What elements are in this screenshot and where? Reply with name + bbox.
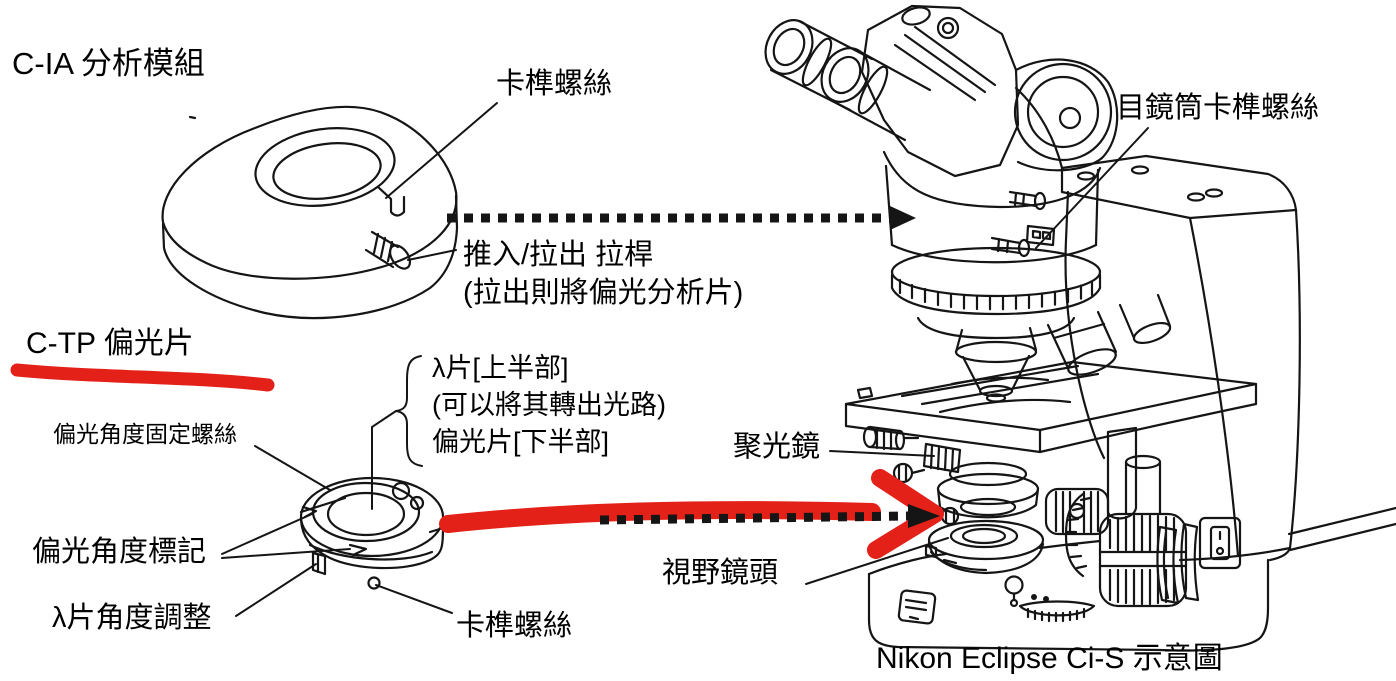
cia-module-title: C-IA 分析模組: [12, 46, 205, 81]
head-collar-ring: [890, 246, 1102, 316]
stray-mark: [188, 115, 197, 120]
cia-push-pull-knob: [364, 230, 412, 270]
polarizer-angle-fix-screw-label: 偏光角度固定螺絲: [53, 421, 237, 447]
field-lens-leader: [805, 537, 949, 585]
microscope-drawing: [764, 4, 1396, 652]
red-arrow-head: [867, 469, 944, 559]
angle-marks-leaders: [221, 513, 351, 559]
stage: [844, 360, 1258, 454]
lambda-note-label: (可以將其轉出光路): [432, 390, 666, 420]
ctp-title: C-TP 偏光片: [26, 327, 194, 360]
lambda-adjust-tab: [311, 551, 327, 576]
field-lens-ring: [924, 519, 1045, 575]
head-screw-upper: [1033, 191, 1047, 211]
lambda-upper-label: λ片[上半部]: [432, 353, 569, 383]
eyepiece-clamp-leader: [1035, 127, 1149, 249]
field-lens-label: 視野鏡頭: [662, 557, 779, 589]
push-pull-lever-line2: (拉出則將偏光分析片): [463, 277, 744, 309]
power-switch: [1198, 516, 1242, 570]
polarizer-lower-label: 偏光片[下半部]: [432, 427, 610, 457]
stage-bracket: [1106, 426, 1138, 520]
polarizer-angle-marks-label: 偏光角度標記: [32, 536, 207, 568]
eyepiece-tube-clamp-screw-label: 目鏡筒卡榫螺絲: [1116, 92, 1320, 124]
cia-module-drawing: [161, 105, 459, 320]
lambda-angle-adjust-label: λ片角度調整: [52, 602, 212, 634]
switch-and-vents: [1156, 516, 1242, 605]
leader-lines: [221, 102, 1149, 617]
condenser-assembly: [892, 442, 1110, 536]
red-arrow-shaft: [439, 501, 881, 533]
red-underline: [10, 363, 275, 392]
dotted-arrow-top: [447, 206, 916, 230]
dotted-arrow-bottom-tip: [908, 504, 940, 528]
base: [867, 539, 1270, 652]
ctp-clamp-screw-leader: [375, 584, 453, 614]
head-body: [882, 150, 1102, 264]
cia-clamp-screw-notch: [376, 185, 406, 217]
push-pull-lever-line1: 推入/拉出 拉桿: [463, 239, 654, 271]
lambda-adjust-leader: [235, 563, 317, 617]
binocular-head: [860, 4, 1119, 178]
push-pull-lever-label: 推入/拉出 拉桿 (拉出則將偏光分析片): [463, 236, 743, 312]
fix-screw-leader: [254, 445, 331, 491]
condenser-leader: [829, 450, 935, 457]
cia-clamp-screw-leader: [385, 102, 498, 199]
diagram-caption: Nikon Eclipse Ci-S 示意圖: [876, 642, 1223, 675]
eyepieces: [764, 19, 932, 142]
lambda-brace-pointer: [371, 410, 397, 510]
angle-mark-front: [348, 543, 368, 557]
lambda-brace: [395, 355, 423, 467]
power-cord: [1287, 506, 1396, 552]
push-pull-leader: [407, 249, 457, 261]
condenser-label: 聚光鏡: [733, 431, 821, 463]
focus-knobs: [1064, 454, 1188, 608]
dotted-arrow-bottom: [599, 511, 909, 525]
lambda-plate-labels: λ片[上半部] (可以將其轉出光路) 偏光片[下半部]: [432, 350, 666, 461]
ctp-clamp-screw-dot: [367, 576, 381, 590]
cia-clamp-screw-label: 卡榫螺絲: [496, 68, 613, 100]
ctp-clamp-screw-label: 卡榫螺絲: [456, 610, 573, 642]
arm-stand: [1060, 154, 1301, 562]
